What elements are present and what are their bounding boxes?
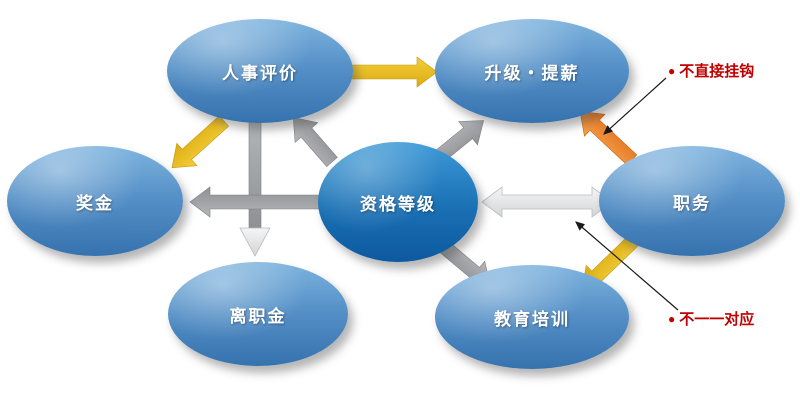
node-personnel-evaluation: 人事评价 [167,19,353,123]
node-position-label: 职务 [673,193,711,213]
node-promotion-raise: 升级・提薪 [435,19,629,123]
arrow-evaluation-to-promotion [346,56,438,88]
node-position: 职务 [599,146,785,256]
annotation-line-not-one-to-one [575,221,679,311]
node-bonus: 奖金 [7,146,183,256]
node-severance-pay: 离职金 [168,262,348,366]
annotation-not-directly-linked: ●不直接挂钩 [668,60,754,81]
arrow-head-to-severance [239,227,271,257]
node-bonus-label: 奖金 [76,193,114,213]
node-severance-pay-label: 离职金 [229,306,287,326]
node-qualification-grade-label: 资格等级 [360,194,436,214]
annotation-line-not-directly-linked [603,77,667,135]
annotation-not-one-to-one-label: 不一一对应 [679,311,755,328]
node-education-training-label: 教育培训 [494,309,570,329]
node-education-training: 教育培训 [435,265,629,369]
annotation-not-directly-linked-label: 不直接挂钩 [679,63,755,80]
arrow-position-to-promotion [579,111,638,166]
node-personnel-evaluation-label: 人事评价 [222,63,298,83]
arrow-grade-to-evaluation [292,117,338,168]
node-promotion-raise-label: 升级・提薪 [484,63,580,83]
red-bullet-icon: ● [668,312,676,326]
red-bullet-icon: ● [668,64,676,78]
node-qualification-grade: 资格等级 [318,142,478,262]
arrow-grade-to-bonus [189,186,331,218]
arrow-evaluation-to-bonus [171,115,230,169]
annotation-not-one-to-one: ●不一一对应 [668,308,754,329]
